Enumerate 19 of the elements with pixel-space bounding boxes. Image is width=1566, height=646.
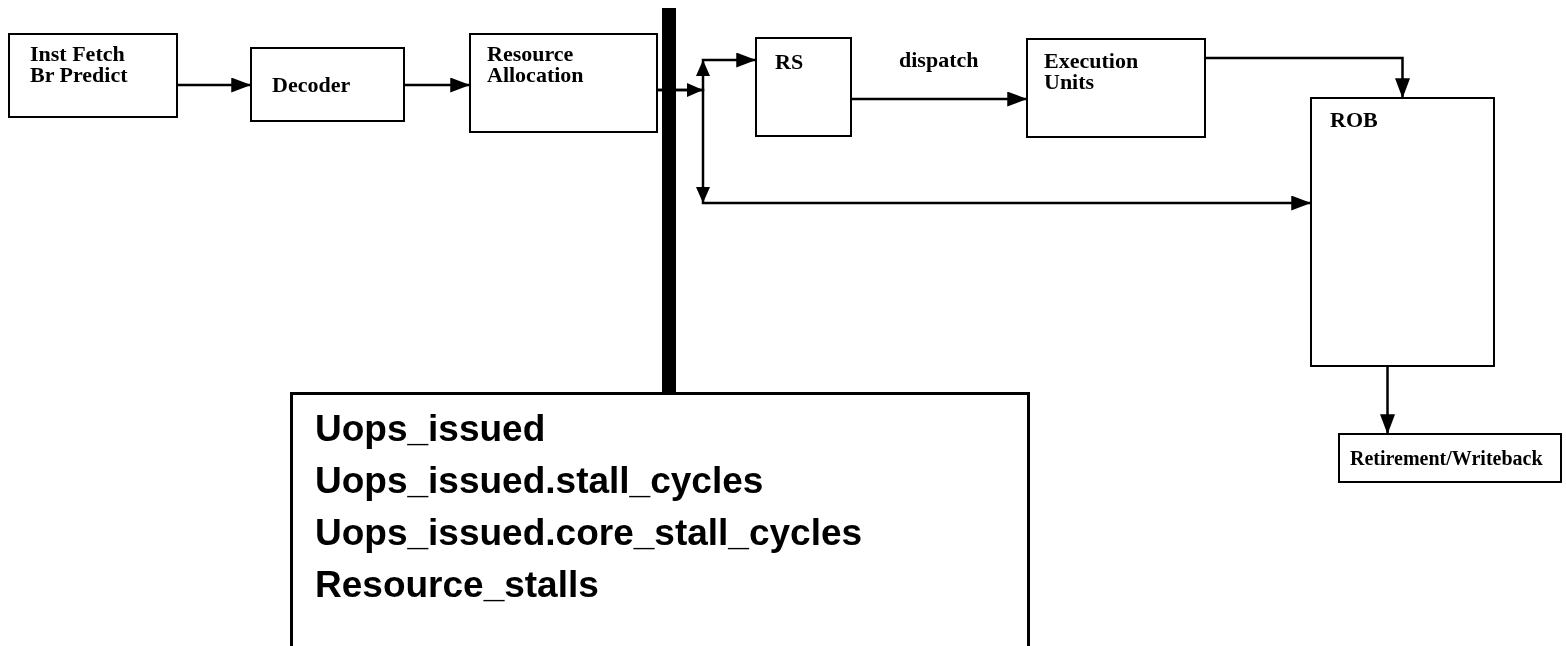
box-label: Inst Fetch Br Predict — [30, 43, 129, 85]
box-label: RS — [775, 51, 804, 72]
counter-name: Uops_issued.stall_cycles — [315, 459, 764, 503]
process-box — [1026, 38, 1206, 138]
process-box — [469, 33, 658, 133]
process-box — [1338, 433, 1562, 483]
counter-name: Uops_issued.core_stall_cycles — [315, 511, 863, 555]
box-label: Execution Units — [1044, 50, 1140, 92]
counter-name: Uops_issued — [315, 407, 546, 451]
process-box — [755, 37, 852, 137]
box-label: ROB — [1330, 109, 1378, 130]
box-label: Resource Allocation — [487, 43, 585, 85]
counter-list-box — [290, 392, 1030, 646]
buffer-box — [1310, 97, 1495, 367]
counter-name: Resource_stalls — [315, 563, 599, 607]
process-box — [250, 47, 405, 122]
process-box — [8, 33, 178, 118]
box-label: Decoder — [272, 74, 351, 95]
box-label: Retirement/Writeback — [1350, 447, 1543, 469]
